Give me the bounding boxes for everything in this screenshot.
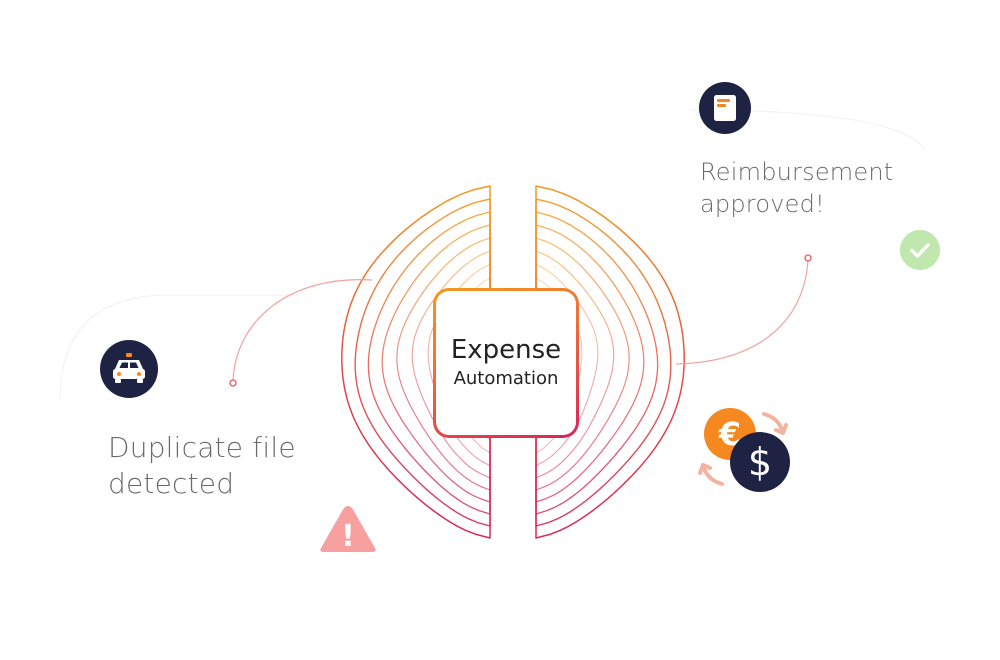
center-title: Expense bbox=[450, 335, 562, 365]
taxi-icon bbox=[100, 340, 158, 398]
connector-right-dot bbox=[804, 254, 812, 262]
brain-right-hemisphere bbox=[535, 185, 685, 539]
connector-right bbox=[675, 258, 809, 365]
brain-contour bbox=[535, 198, 672, 527]
brain-contour bbox=[535, 237, 630, 491]
warning-icon: ! bbox=[320, 506, 376, 554]
reimbursement-line1: Reimbursement bbox=[700, 158, 894, 186]
brain-contour bbox=[354, 198, 491, 527]
reimbursement-line2: approved! bbox=[700, 190, 825, 218]
connector-left bbox=[232, 279, 373, 383]
duplicate-line2: detected bbox=[108, 467, 235, 500]
brain-contour bbox=[396, 237, 491, 491]
connector-left-dot bbox=[229, 379, 237, 387]
receipt-icon bbox=[699, 82, 751, 134]
dollar-icon: $ bbox=[730, 432, 790, 492]
duplicate-file-label: Duplicate file detected bbox=[108, 430, 296, 502]
euro-glyph: € bbox=[718, 415, 741, 453]
brain-contour bbox=[367, 211, 491, 515]
brain-contour bbox=[535, 211, 659, 515]
reimbursement-label: Reimbursement approved! bbox=[700, 156, 893, 220]
center-subtitle: Automation bbox=[453, 368, 559, 389]
brain-contour bbox=[381, 224, 491, 503]
currency-exchange-icon: € $ bbox=[698, 408, 790, 492]
brain-contour bbox=[341, 185, 491, 539]
faint-card-left bbox=[59, 294, 300, 401]
brain-contour bbox=[411, 250, 491, 479]
brain-contour bbox=[535, 250, 615, 479]
dollar-glyph: $ bbox=[748, 440, 772, 484]
brain-contour bbox=[535, 224, 645, 503]
warning-mark: ! bbox=[341, 519, 355, 554]
center-card: Expense Automation bbox=[433, 288, 579, 438]
check-icon bbox=[900, 230, 940, 270]
duplicate-line1: Duplicate file bbox=[108, 431, 296, 464]
